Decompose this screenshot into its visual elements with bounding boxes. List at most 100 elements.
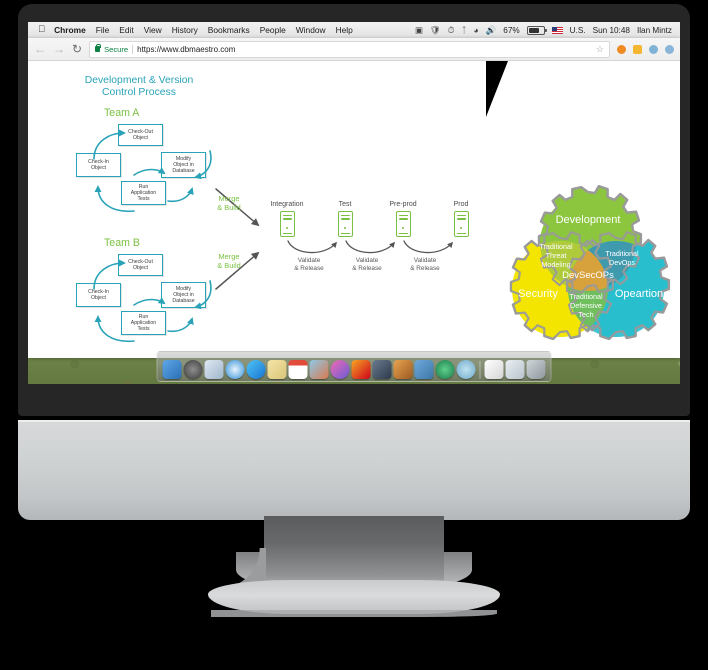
merge-build-label-b: Merge& Build	[217, 252, 241, 270]
settings-icon[interactable]	[183, 360, 203, 379]
xcode-icon[interactable]	[372, 360, 392, 379]
chrome-window: ← → ↻ Secure https://www.dbmaestro.com ☆	[28, 38, 680, 358]
menu-item-help[interactable]: Help	[328, 25, 353, 35]
extension-icon-2[interactable]	[633, 44, 642, 54]
shield-icon[interactable]: 🛡	[430, 24, 441, 35]
preview-icon[interactable]	[456, 360, 476, 379]
address-bar[interactable]: Secure https://www.dbmaestro.com ☆	[89, 40, 610, 58]
pipeline-stage-test[interactable]: Test	[322, 201, 368, 237]
garageband-icon[interactable]	[393, 360, 413, 379]
omnibox-divider	[132, 44, 134, 54]
lock-icon	[95, 43, 102, 52]
trash-icon[interactable]	[526, 360, 546, 379]
apple-menu-icon[interactable]: 	[38, 25, 45, 35]
finder-icon[interactable]	[162, 360, 182, 379]
venn-label-operation: Opeartion	[615, 288, 663, 300]
page-content: Development & Version Control Process Te…	[28, 61, 680, 358]
menu-bar-status: ▣ 🛡 ⏱ ᛏ ◕ 🔊 67% U.S. Sun 10:48 Ilan Mint…	[414, 24, 680, 35]
time-machine-icon[interactable]: ⏱	[447, 24, 455, 35]
devsecops-venn-diagram: Development Security Opeartion Tradition…	[502, 181, 674, 357]
avatar[interactable]	[665, 44, 674, 54]
page-title-line2: Control Process	[102, 87, 176, 99]
venn-label-security: Security	[518, 288, 558, 300]
user-name[interactable]: Ilan Mintz	[636, 25, 672, 35]
extension-icon-1[interactable]	[617, 44, 626, 54]
document-icon[interactable]	[484, 360, 504, 379]
menu-item-file[interactable]: File	[88, 25, 110, 35]
venn-label-traditional-threat-modeling: Traditional Threat Modeling	[539, 242, 573, 269]
itunes-icon[interactable]	[330, 360, 350, 379]
messages-icon[interactable]	[246, 360, 266, 379]
menu-item-people[interactable]: People	[252, 25, 286, 35]
calendar-icon[interactable]	[288, 360, 308, 379]
menu-item-edit[interactable]: Edit	[112, 25, 133, 35]
menu-item-view[interactable]: View	[136, 25, 162, 35]
pipeline-transition-label-2: Validate& Release	[352, 257, 382, 272]
launchpad-icon[interactable]	[414, 360, 434, 379]
menu-item-history[interactable]: History	[164, 25, 198, 35]
pipeline-stage-preprod[interactable]: Pre-prod	[380, 201, 426, 237]
clock[interactable]: Sun 10:48	[592, 25, 630, 35]
wifi-icon[interactable]: ◕	[473, 24, 479, 35]
battery-percent: 67%	[503, 25, 520, 35]
team-a-cycle-arrows	[93, 129, 212, 212]
folder-icon[interactable]	[505, 360, 525, 379]
pipeline-stage-integration[interactable]: Integration	[264, 201, 310, 237]
mail-icon[interactable]	[204, 360, 224, 379]
url-text[interactable]: https://www.dbmaestro.com	[137, 44, 236, 54]
extension-icon-3[interactable]	[649, 44, 658, 54]
appstore-icon[interactable]	[351, 360, 371, 379]
spotify-icon[interactable]	[435, 360, 455, 379]
svg-text:Modeling: Modeling	[541, 260, 570, 269]
notes-icon[interactable]	[267, 360, 287, 379]
decorative-wedge	[486, 61, 508, 117]
server-icon	[395, 211, 411, 237]
pipeline-stage-prod[interactable]: Prod	[438, 201, 484, 237]
back-icon[interactable]: ←	[34, 42, 46, 56]
forward-icon[interactable]: →	[53, 42, 65, 56]
server-icon	[337, 211, 353, 237]
svg-text:Traditional: Traditional	[569, 292, 603, 301]
venn-label-traditional-defensive-tech: Traditional Defensive Tech	[569, 292, 603, 319]
menu-item-chrome[interactable]: Chrome	[47, 25, 86, 35]
bookmark-star-icon[interactable]: ☆	[595, 43, 604, 54]
team-b-cycle-arrows	[93, 259, 212, 342]
dock[interactable]	[156, 351, 552, 382]
svg-text:Threat: Threat	[546, 251, 567, 260]
bluetooth-icon[interactable]: ᛏ	[461, 24, 467, 35]
safari-icon[interactable]	[225, 360, 245, 379]
screen-share-icon[interactable]: ▣	[414, 24, 423, 35]
menu-bar[interactable]:  Chrome File Edit View History Bookmark…	[28, 22, 680, 39]
reload-icon[interactable]: ↻	[72, 42, 83, 56]
venn-label-development: Development	[556, 214, 621, 226]
pipeline-stage-test-label: Test	[338, 201, 352, 208]
monitor-bezel:  Chrome File Edit View History Bookmark…	[18, 4, 690, 416]
photos-icon[interactable]	[309, 360, 329, 379]
overlap-center	[568, 241, 608, 291]
pipeline-stage-preprod-label: Pre-prod	[389, 201, 417, 208]
merge-build-arrows	[215, 188, 260, 290]
venn-svg: Development Security Opeartion Tradition…	[509, 184, 671, 341]
input-source-flag-icon[interactable]	[551, 26, 563, 34]
input-source-label[interactable]: U.S.	[569, 25, 586, 35]
menu-item-window[interactable]: Window	[288, 25, 326, 35]
menu-item-bookmarks[interactable]: Bookmarks	[200, 25, 250, 35]
battery-icon[interactable]	[526, 25, 547, 35]
volume-icon[interactable]: 🔊	[485, 24, 497, 35]
venn-label-traditional-devops: Traditional DevOps	[605, 249, 639, 267]
